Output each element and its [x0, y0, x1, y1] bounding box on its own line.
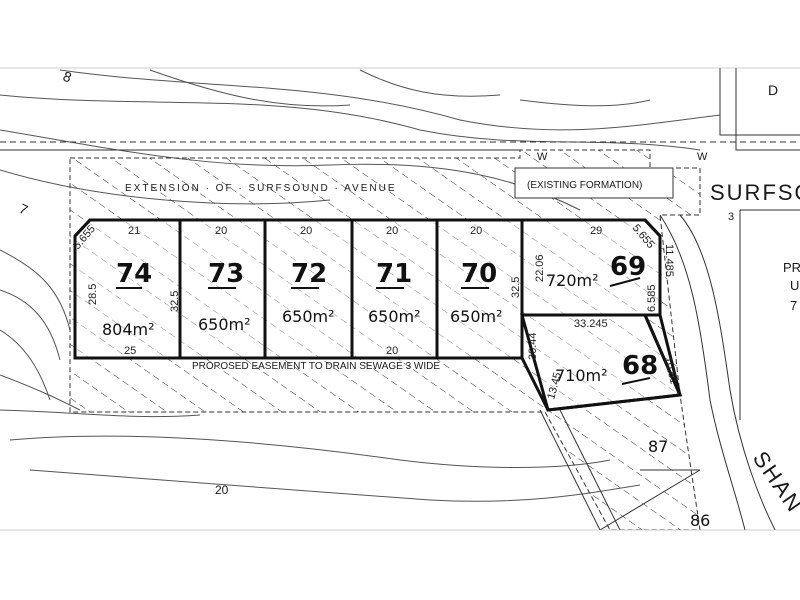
dim-lot68-top: 33.245 — [574, 318, 608, 330]
lot-area-73: 650m² — [198, 315, 251, 334]
street-extension-label: EXTENSION · OF · SURFSOUND · AVENUE — [125, 183, 397, 194]
dim-lot71-bottom: 20 — [386, 345, 398, 357]
edge-letter-right-2: 7 — [790, 298, 797, 313]
street-name-right: SURFSO — [710, 180, 800, 205]
edge-letter-right-0: PR — [783, 260, 800, 275]
contour-label-3: 3 — [728, 211, 734, 223]
easement-label: PROPOSED EASEMENT TO DRAIN SEWAGE 3 WIDE — [192, 361, 440, 372]
existing-formation-box — [514, 167, 674, 199]
water-mark-1: W — [697, 151, 708, 163]
dim-lot74-left: 28.5 — [87, 284, 99, 305]
dim-lot69-top: 29 — [590, 225, 602, 237]
dim-lot70-top: 20 — [470, 225, 482, 237]
contour-label-20: 20 — [215, 483, 229, 497]
lot-numbers: 74 73 72 71 70 69 68 — [116, 252, 658, 381]
lot-area-68: 710m² — [555, 366, 608, 385]
dim-lot68-left: 30.44 — [527, 332, 539, 360]
dim-lot74-bottom: 25 — [124, 345, 136, 357]
lot-area-74: 804m² — [102, 320, 155, 339]
handwritten-87: 87 — [648, 437, 668, 456]
dim-lot72-top: 20 — [300, 225, 312, 237]
lot-number-72: 72 — [291, 259, 327, 289]
lot-areas: 804m² 650m² 650m² 650m² 650m² 720m² 710m… — [102, 271, 608, 385]
lot-number-69: 69 — [610, 252, 646, 282]
lot-number-70: 70 — [461, 259, 497, 289]
lot-area-71: 650m² — [368, 307, 421, 326]
water-mark-0: W — [537, 151, 548, 163]
edge-letter-top: D — [768, 82, 778, 98]
dim-lot69-right: 11.485 — [663, 244, 675, 277]
lot-number-71: 71 — [376, 259, 412, 289]
edge-letter-right-1: U — [790, 278, 799, 293]
dim-lot73-top: 20 — [215, 225, 227, 237]
dim-lot69-left: 22.06 — [534, 254, 546, 282]
dim-lot74-top: 21 — [128, 225, 140, 237]
lot-area-70: 650m² — [450, 307, 503, 326]
existing-formation-label: (EXISTING FORMATION) — [527, 180, 642, 191]
lot-number-73: 73 — [208, 259, 244, 289]
dim-lot74-right: 32.5 — [169, 291, 181, 312]
dim-lot69-small: 6.585 — [646, 284, 658, 312]
lot-area-72: 650m² — [282, 307, 335, 326]
lot-number-68: 68 — [622, 351, 658, 381]
dim-lot71-top: 20 — [386, 225, 398, 237]
lot-number-74: 74 — [116, 259, 152, 289]
handwritten-86: 86 — [690, 511, 710, 530]
lot-area-69: 720m² — [546, 271, 599, 290]
dim-lot70-right: 32.5 — [510, 277, 522, 298]
